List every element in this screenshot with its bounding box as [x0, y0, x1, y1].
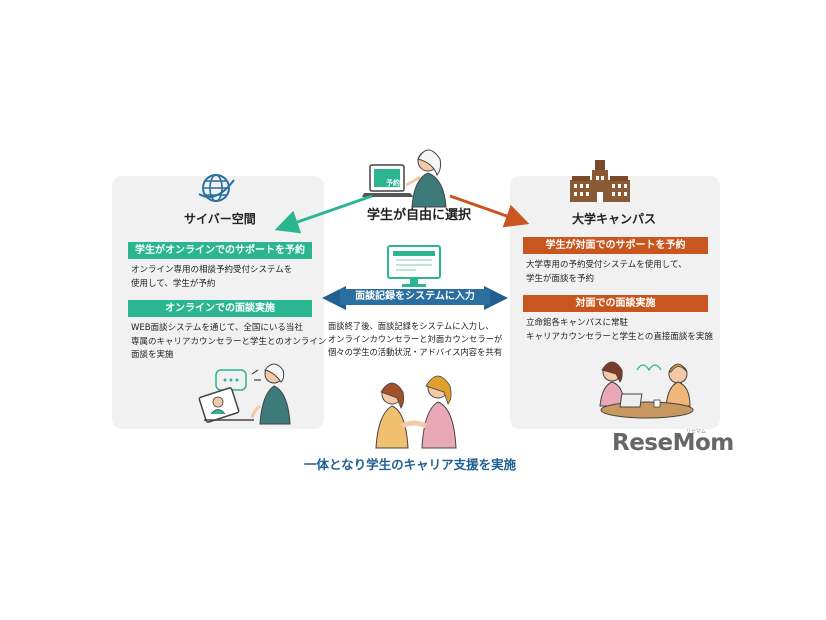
student-laptop-illustration — [362, 149, 447, 208]
online-interview-bar: オンラインでの面談実施 — [128, 300, 312, 317]
university-building-icon — [570, 160, 630, 202]
campus-reservation-bar: 学生が対面でのサポートを予約 — [523, 237, 708, 254]
online-interview-text: WEB面談システムを通じて、全国にいる当社 専属のキャリアカウンセラーと学生との… — [131, 323, 327, 360]
arrow-to-cyber-space — [274, 194, 373, 234]
online-reservation-bar: 学生がオンラインでのサポートを予約 — [128, 242, 312, 259]
joint-support-title: 一体となり学生のキャリア支援を実施 — [304, 457, 517, 472]
record-sharing-text: 面談終了後、面談記録をシステムに入力し、 オンラインカウンセラーと対面カウンセラ… — [328, 321, 503, 357]
video-call-illustration — [198, 363, 291, 425]
globe-icon — [198, 174, 235, 202]
campus-reservation-text: 大学専用の予約受付システムを使用して、 学生が面談を予約 — [526, 260, 687, 284]
monitor-icon — [387, 245, 441, 287]
campus-interview-bar: 対面での面談実施 — [523, 295, 708, 312]
cyber-space-title: サイバー空間 — [184, 212, 256, 226]
online-reservation-text: オンライン専用の相談予約受付システムを 使用して、学生が予約 — [131, 265, 293, 289]
arrow-to-campus — [449, 194, 530, 228]
campus-title: 大学キャンパス — [572, 212, 657, 226]
handshake-illustration — [375, 375, 457, 449]
free-choice-title: 学生が自由に選択 — [367, 208, 472, 223]
resemom-logo-ruby: リセマム — [686, 429, 707, 435]
meeting-illustration — [599, 361, 694, 419]
resemom-logo: ReseMom — [612, 430, 734, 456]
campus-interview-text: 立命館各キャンパスに常駐 キャリアカウンセラーと学生との直接面談を実施 — [526, 318, 713, 342]
laptop-screen-label: 予約 — [386, 179, 400, 187]
record-input-bar: 面談記録をシステムに入力 — [340, 289, 490, 305]
